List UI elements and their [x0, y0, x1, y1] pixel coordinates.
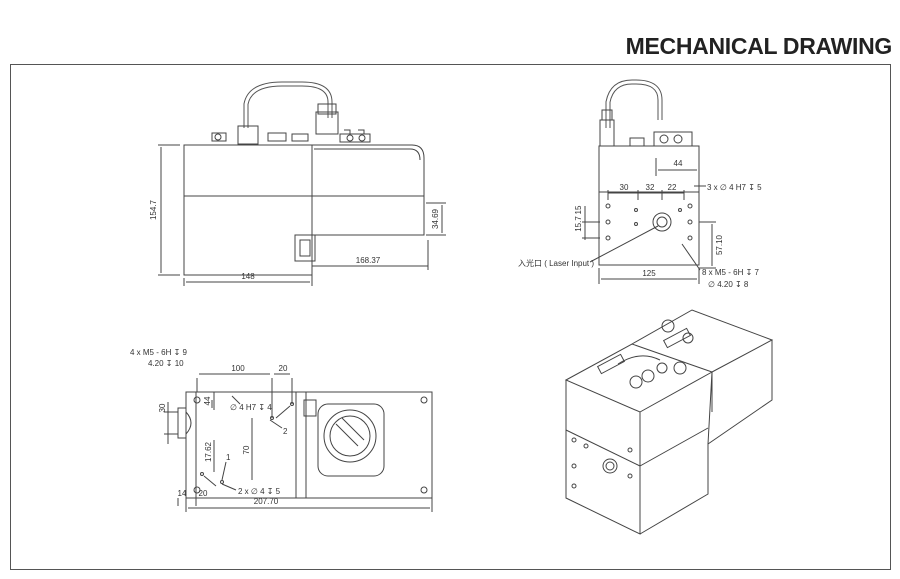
page-title: MECHANICAL DRAWING: [625, 33, 893, 59]
top-hole-note: ∅ 4 H7 ↧ 4: [230, 403, 272, 412]
top-width-dim: 207.70: [254, 497, 279, 506]
side-hole-note-bottom-2: ∅ 4.20 ↧ 8: [708, 280, 749, 289]
top-dim-20: 20: [279, 364, 288, 373]
side-width-dim: 125: [642, 269, 656, 278]
top-dim-70: 70: [242, 445, 251, 454]
side-top-dim: 44: [674, 159, 683, 168]
top-dim-100: 100: [231, 364, 245, 373]
side-hole-note-bottom-1: 8 x M5 - 6H ↧ 7: [702, 268, 759, 277]
front-width-right-dim: 168.37: [356, 256, 381, 265]
top-note-1: 4 x M5 - 6H ↧ 9: [130, 348, 187, 357]
top-dim-44: 44: [203, 396, 212, 405]
side-dim-30: 30: [620, 183, 629, 192]
side-view: [582, 79, 716, 284]
top-note-2: 4.20 ↧ 10: [148, 359, 184, 368]
laser-input-label: 入光口 ( Laser Input ): [518, 258, 594, 268]
side-right-dim: 57.10: [715, 234, 724, 255]
isometric-view: [564, 309, 774, 535]
top-hole-note-bottom: 2 x ∅ 4 ↧ 5: [238, 487, 281, 496]
top-dim-14: 14: [178, 489, 187, 498]
front-height-dim: 154.7: [149, 199, 158, 220]
front-width-left-dim: 148: [241, 272, 255, 281]
side-left-dim-15-7: 15.7: [574, 216, 583, 232]
top-label-1: 1: [226, 453, 231, 462]
top-dim-30: 30: [158, 403, 167, 412]
side-dim-22: 22: [668, 183, 677, 192]
front-view: [158, 81, 446, 286]
top-label-2: 2: [283, 427, 288, 436]
top-dim-20b: 20: [199, 489, 208, 498]
side-left-dim-15: 15: [574, 205, 583, 214]
drawing-frame: [10, 64, 891, 570]
side-hole-note-top: 3 x ∅ 4 H7 ↧ 5: [707, 183, 762, 192]
top-view: [164, 373, 433, 512]
side-dim-32: 32: [646, 183, 655, 192]
top-dim-17-62: 17.62: [204, 441, 213, 462]
front-right-height-dim: 34.69: [431, 208, 440, 229]
